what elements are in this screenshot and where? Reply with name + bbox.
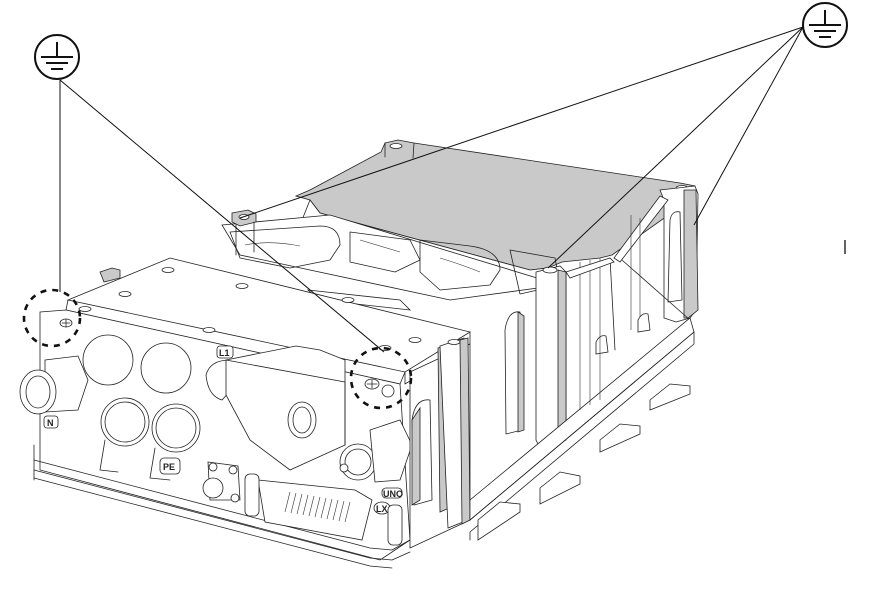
dashed-highlight-right [349, 346, 413, 410]
signal-connector [244, 473, 373, 541]
marking-n: N [47, 418, 54, 428]
callout-lines [59, 26, 804, 353]
dashed-highlight-left [22, 288, 82, 348]
cable-gland-n: N [19, 355, 89, 429]
ground-screw-right [364, 378, 395, 398]
right-side-wall [409, 257, 695, 549]
protective-earth-icon [34, 34, 80, 80]
marking-lx: LX [376, 504, 388, 514]
front-connector-panel: N PE L1 [19, 309, 413, 569]
marking-l1: L1 [219, 348, 230, 358]
marking-pe: PE [163, 462, 175, 472]
top-cover-plate [294, 139, 696, 271]
marking-uno: UNO [383, 489, 403, 499]
protective-earth-icon [802, 2, 848, 48]
ground-screw-left [59, 318, 73, 328]
